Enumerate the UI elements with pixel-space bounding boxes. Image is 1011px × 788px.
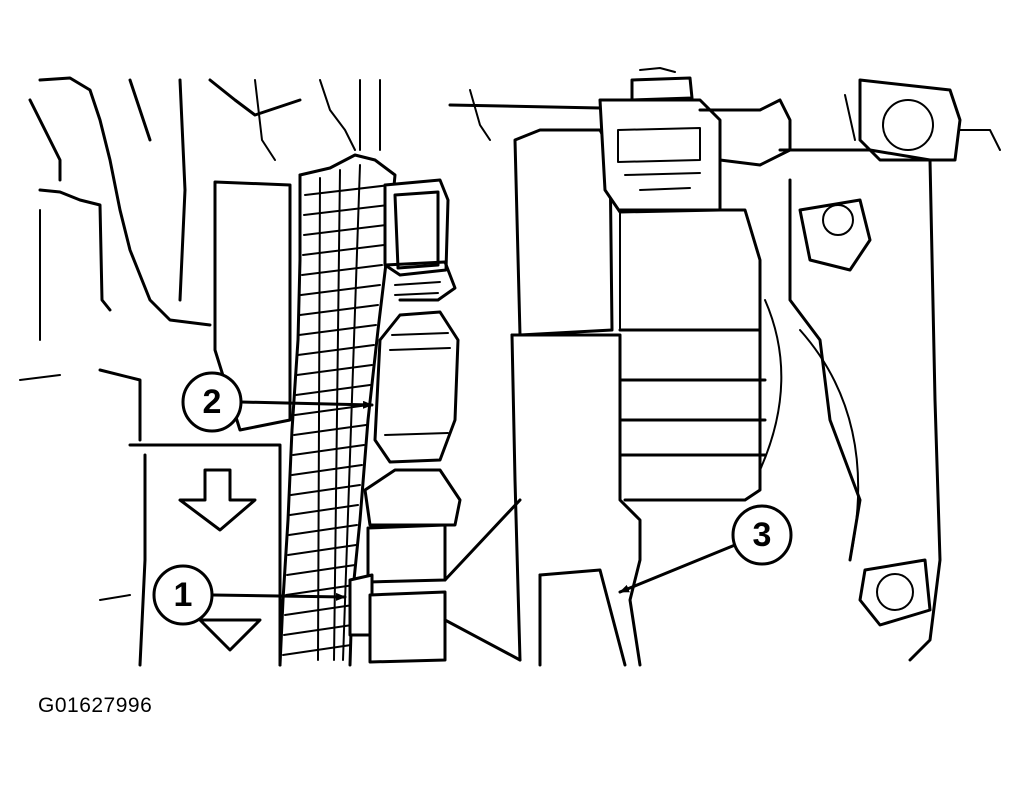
callout-1: 1 [152,564,347,626]
harness-connector [383,178,457,302]
callout-2-label: 2 [203,383,222,421]
callout-3-label: 3 [753,516,772,554]
actuator-body [618,208,783,502]
engine-casting-left [19,76,381,442]
sensor-connector [448,67,792,214]
right-bracket [778,78,1001,662]
callout-1-label: 1 [174,576,193,614]
callout-2: 2 [181,371,374,433]
lower-left-bracket [99,443,282,667]
callout-3: 3 [618,504,793,594]
vacuum-hose [373,310,460,464]
figure-id: G01627996 [38,694,153,717]
lower-connector [348,468,522,664]
wiring-harness [278,153,397,667]
